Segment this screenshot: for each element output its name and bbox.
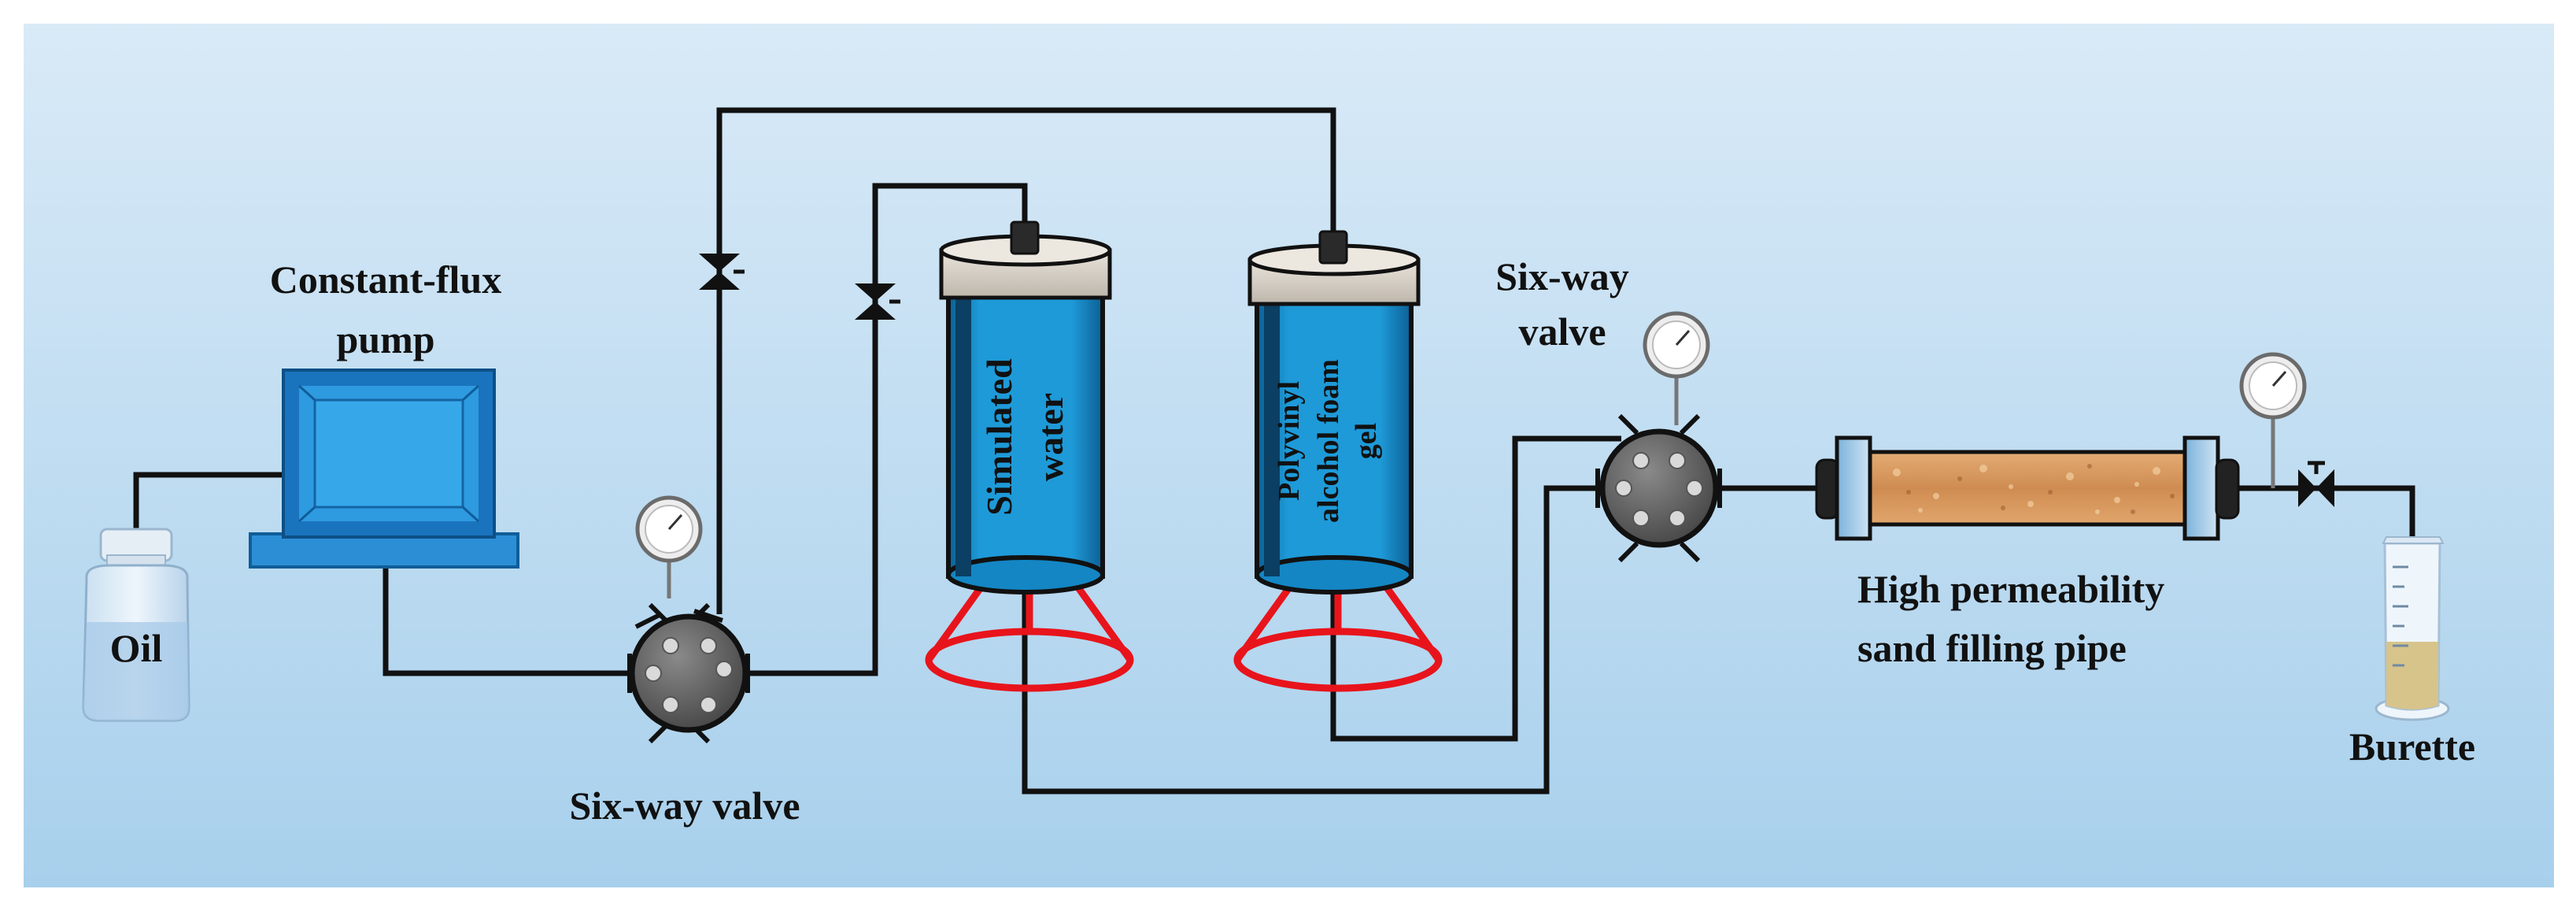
burette-icon <box>2375 536 2450 721</box>
sand-pipe-label-line1: High permeability <box>1857 567 2164 611</box>
gauge-icon <box>2239 352 2307 488</box>
six-way-valve-right-label-line2: valve <box>1518 309 1606 354</box>
simulated-water-label-line1: Simulated <box>979 358 1019 516</box>
six-way-valve-icon <box>1595 413 1722 563</box>
sand-pipe-label-line2: sand filling pipe <box>1857 626 2127 670</box>
pipe-network <box>133 107 2415 795</box>
six-way-valve-left-label: Six-way valve <box>569 783 800 828</box>
container-icon: Polyvinyl alcohol foam gel <box>1233 230 1443 692</box>
oil-label: Oil <box>110 626 163 670</box>
needle-valve-icon <box>855 283 900 320</box>
gel-label-line1: Polyvinyl <box>1273 381 1306 501</box>
six-way-valve-right-label-line1: Six-way <box>1495 254 1628 298</box>
gauge-icon <box>1643 311 1710 425</box>
pipe-valve-to-water <box>748 183 1028 676</box>
container-icon: Simulated water <box>925 220 1134 692</box>
pipe-water-to-valve2 <box>1022 485 1598 795</box>
gel-label-line3: gel <box>1350 423 1383 459</box>
pipe-sand-to-burette <box>2231 485 2415 543</box>
needle-valve-icon <box>2298 461 2334 507</box>
gauge-icon <box>635 495 703 598</box>
burette-label: Burette <box>2349 724 2475 769</box>
gel-label-line2: alcohol foam <box>1312 359 1345 523</box>
simulated-water-label-line2: water <box>1030 393 1070 481</box>
pump-label-line1: Constant-flux <box>270 257 501 302</box>
pump-label-line2: pump <box>336 317 434 361</box>
pipe-oil-to-pump <box>133 472 283 551</box>
needle-valve-icon <box>699 254 745 290</box>
pipe-valve-to-gel <box>716 107 1336 614</box>
sand-pipe-icon <box>1815 435 2240 541</box>
six-way-valve-icon <box>627 602 750 744</box>
pipe-pump-to-valve <box>383 567 630 676</box>
oil-bottle-icon: Oil <box>82 528 190 722</box>
pump-icon: Constant-flux pump <box>249 257 519 569</box>
